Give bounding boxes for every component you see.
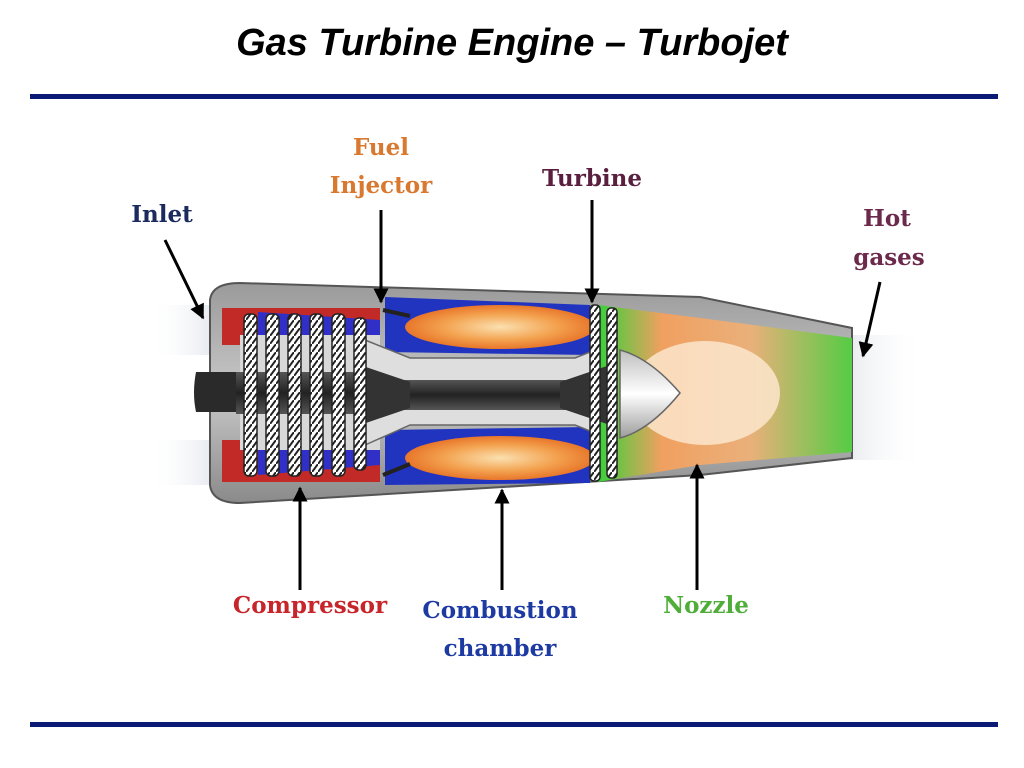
tail-cone <box>619 349 681 439</box>
label-fuel-injector-line1: Fuel <box>353 134 409 161</box>
label-compressor: Compressor <box>233 592 388 619</box>
lower-flame <box>405 436 595 480</box>
inlet-airflow <box>150 305 220 485</box>
bottom-divider <box>30 722 998 727</box>
label-fuel-injector-line2: Injector <box>330 172 433 199</box>
label-turbine: Turbine <box>542 165 642 192</box>
label-hot-gases-line1: Hot <box>863 205 911 232</box>
exhaust-airflow <box>850 335 925 460</box>
callout-arrows <box>163 200 882 590</box>
inlet-arrow <box>163 239 205 320</box>
turbine-blades <box>589 304 618 482</box>
top-divider <box>30 94 998 99</box>
main-shaft <box>360 365 610 425</box>
compressor-blades <box>243 313 367 477</box>
exhaust-glow <box>630 341 780 445</box>
label-hot-gases-line2: gases <box>853 244 925 271</box>
label-combustion-line1: Combustion <box>422 597 577 624</box>
label-combustion-line2: chamber <box>444 635 558 662</box>
label-inlet: Inlet <box>131 201 193 228</box>
label-nozzle: Nozzle <box>663 592 749 619</box>
slide-title: Gas Turbine Engine – Turbojet <box>236 22 788 64</box>
spinner-nose <box>194 372 240 412</box>
fuel-injectors <box>382 308 411 477</box>
upper-flame <box>405 305 595 349</box>
hot-gases-arrow <box>858 281 882 358</box>
component-labels: Inlet Fuel Injector Turbine Hot gases Co… <box>131 134 925 662</box>
